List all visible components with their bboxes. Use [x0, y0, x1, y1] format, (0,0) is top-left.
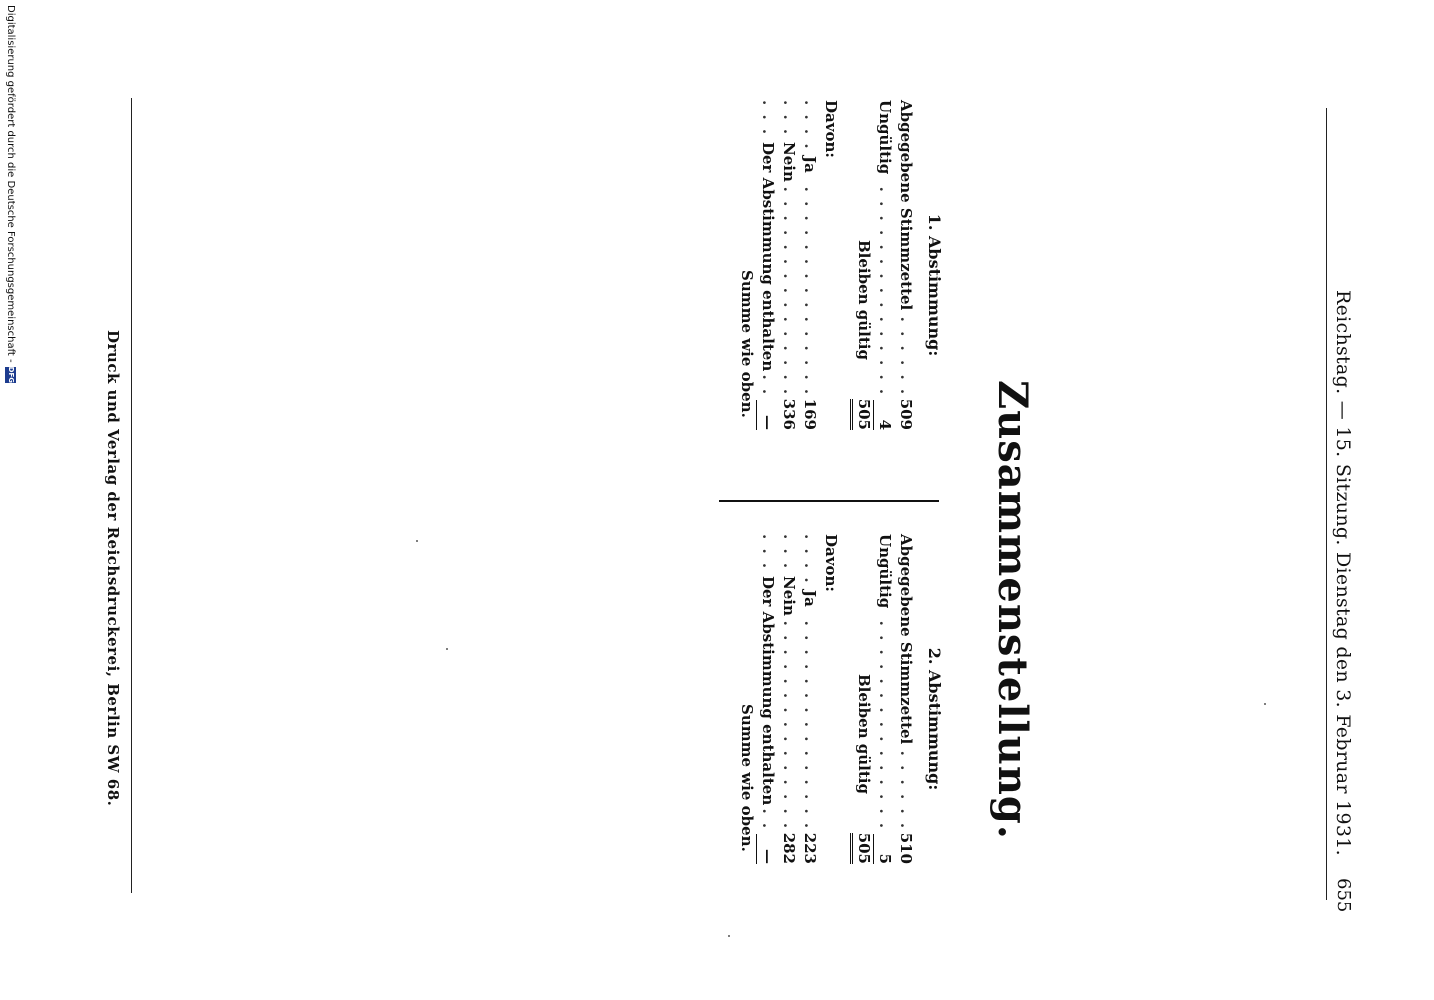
value-nein: 336: [780, 398, 798, 430]
value-ungueltig: 5: [873, 834, 895, 864]
label-enthalten: Der Abstimmung enthalten: [759, 142, 777, 376]
label-summe: Summe wie oben.: [738, 704, 756, 852]
value-abgegeben: 509: [897, 398, 915, 430]
label-ja: Ja: [801, 590, 819, 611]
label-ungueltig: Ungültig: [876, 100, 894, 179]
imprint: Druck und Verlag der Reichsdruckerei, Be…: [104, 330, 122, 807]
scan-speck: [728, 935, 730, 937]
value-ja: 223: [801, 832, 819, 864]
row-ungueltig: Ungültig 5: [873, 534, 895, 864]
digitization-text: Digitalisierung gefördert durch die Deut…: [5, 5, 16, 363]
value-enthalten: —: [756, 400, 778, 430]
label-summe: Summe wie oben.: [738, 270, 756, 418]
label-ja: Ja: [801, 156, 819, 177]
column-divider: [719, 500, 939, 502]
label-enthalten: Der Abstimmung enthalten: [759, 576, 777, 810]
block-heading: 1. Abstimmung:: [925, 213, 944, 357]
row-davon: Davon:: [820, 100, 841, 430]
label-gueltig: Bleiben gültig: [855, 240, 873, 360]
value-abgegeben: 510: [897, 832, 915, 864]
label-abgegeben: Abgegebene Stimmzettel: [897, 534, 915, 749]
scan-speck: [1264, 703, 1266, 705]
row-abgegeben: Abgegebene Stimmzettel 509: [895, 100, 916, 430]
row-abgegeben: Abgegebene Stimmzettel 510: [895, 534, 916, 864]
row-enthalten: Der Abstimmung enthalten —: [756, 534, 778, 864]
value-ungueltig: 4: [873, 400, 895, 430]
row-gueltig: Bleiben gültig 505: [850, 534, 874, 864]
value-nein: 282: [780, 832, 798, 864]
digitization-note: Digitalisierung gefördert durch die Deut…: [5, 5, 16, 383]
row-ja: Ja 223: [799, 534, 820, 864]
label-davon: Davon:: [822, 100, 840, 158]
block-heading: 2. Abstimmung:: [925, 647, 944, 791]
label-nein: Nein: [780, 142, 798, 186]
main-title: Zusammenstellung.: [989, 380, 1036, 840]
row-gueltig: Bleiben gültig 505: [850, 100, 874, 430]
row-ungueltig: Ungültig 4: [873, 100, 895, 430]
label-abgegeben: Abgegebene Stimmzettel: [897, 100, 915, 315]
row-ja: Ja 169: [799, 100, 820, 430]
value-gueltig: 505: [850, 832, 874, 864]
page-number: 655: [1333, 878, 1354, 913]
label-nein: Nein: [780, 576, 798, 620]
label-davon: Davon:: [822, 534, 840, 592]
footer-rule: [131, 98, 132, 893]
label-ungueltig: Ungültig: [876, 534, 894, 613]
scan-speck: [416, 540, 418, 542]
row-davon: Davon:: [820, 534, 841, 864]
scan-speck: [446, 648, 448, 650]
vote-block-1: 1. Abstimmung: Abgegebene Stimmzettel 50…: [736, 100, 944, 430]
row-nein: Nein 336: [778, 100, 799, 430]
vote-block-2: 2. Abstimmung: Abgegebene Stimmzettel 51…: [736, 534, 944, 864]
value-gueltig: 505: [850, 398, 874, 430]
row-summe: Summe wie oben.: [736, 534, 757, 864]
row-summe: Summe wie oben.: [736, 100, 757, 430]
value-enthalten: —: [756, 834, 778, 864]
row-enthalten: Der Abstimmung enthalten —: [756, 100, 778, 430]
label-gueltig: Bleiben gültig: [855, 674, 873, 794]
row-nein: Nein 282: [778, 534, 799, 864]
header-rule: [1326, 108, 1327, 900]
value-ja: 169: [801, 398, 819, 430]
dfg-logo-icon: DFG: [5, 366, 16, 383]
running-header: Reichstag. — 15. Sitzung. Dienstag den 3…: [1332, 290, 1354, 856]
